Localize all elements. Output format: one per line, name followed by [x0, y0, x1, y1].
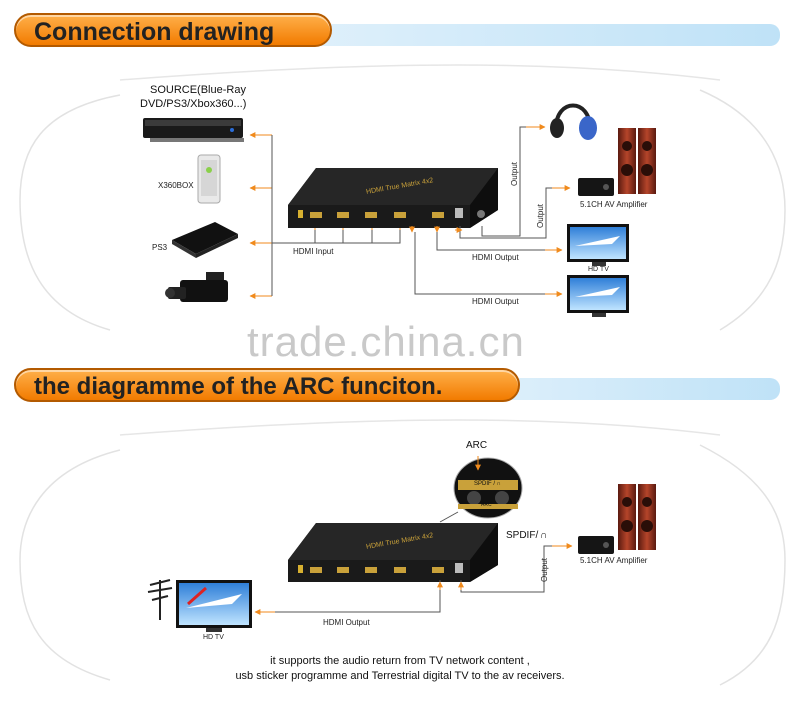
source-label-line2: DVD/PS3/Xbox360...) — [140, 98, 247, 110]
bluray-player-icon — [143, 118, 244, 142]
source-label: SOURCE(Blue-Ray — [150, 84, 246, 96]
ps3-icon — [172, 222, 238, 258]
arc-port-detail — [453, 457, 523, 519]
antenna-icon — [147, 579, 173, 620]
arc-label: ARC — [466, 440, 488, 451]
hdmi-matrix-device — [288, 168, 498, 228]
spdif-label: SPDIF/ — [506, 530, 539, 541]
hd-tv-icon — [176, 580, 252, 632]
hdmi-output-label: HDMI Output — [472, 253, 519, 262]
hdmi-matrix-device — [288, 523, 498, 582]
ps3-label: PS3 — [152, 243, 168, 252]
amplifier-label: 5.1CH AV Amplifier — [580, 200, 648, 209]
section2-title: the diagramme of the ARC funciton. — [34, 373, 443, 400]
hd-tv-icon — [567, 275, 629, 317]
watermark: trade.china.cn — [247, 318, 525, 365]
output-label-vertical: Output — [540, 557, 549, 582]
hd-tv-icon — [567, 224, 629, 266]
output-label-vertical: Output — [536, 203, 545, 228]
output-label-vertical: Output — [510, 161, 519, 186]
hdmi-output-label: HDMI Output — [472, 297, 519, 306]
section2-banner: the diagramme of the ARC funciton. — [14, 368, 520, 402]
spdif-mini-label: SPDIF / ∩ — [474, 481, 501, 487]
amplifier-label: 5.1CH AV Amplifier — [580, 556, 648, 565]
av-amplifier-icon — [578, 128, 656, 196]
section1-banner-bar — [300, 24, 780, 46]
arc-caption-line1: it supports the audio return from TV net… — [270, 655, 530, 667]
tv-label: HD TV — [588, 266, 609, 273]
section2-banner-bar — [480, 378, 780, 400]
section1-title: Connection drawing — [34, 18, 275, 46]
headphone-glyph-icon: ∩ — [540, 530, 548, 541]
xbox360-icon — [197, 154, 221, 204]
arc-mini-label: ARC — [481, 502, 492, 508]
tv-label: HD TV — [203, 634, 224, 641]
headphones-icon — [550, 103, 597, 140]
camcorder-icon — [165, 272, 228, 302]
hdmi-input-label: HDMI Input — [293, 247, 334, 256]
arc-caption-line2: usb sticker programme and Terrestrial di… — [235, 670, 565, 682]
section1-banner: Connection drawing — [14, 13, 332, 47]
xbox-label: X360BOX — [158, 181, 194, 190]
av-amplifier-icon — [578, 484, 656, 554]
hdmi-output-label: HDMI Output — [323, 618, 370, 627]
